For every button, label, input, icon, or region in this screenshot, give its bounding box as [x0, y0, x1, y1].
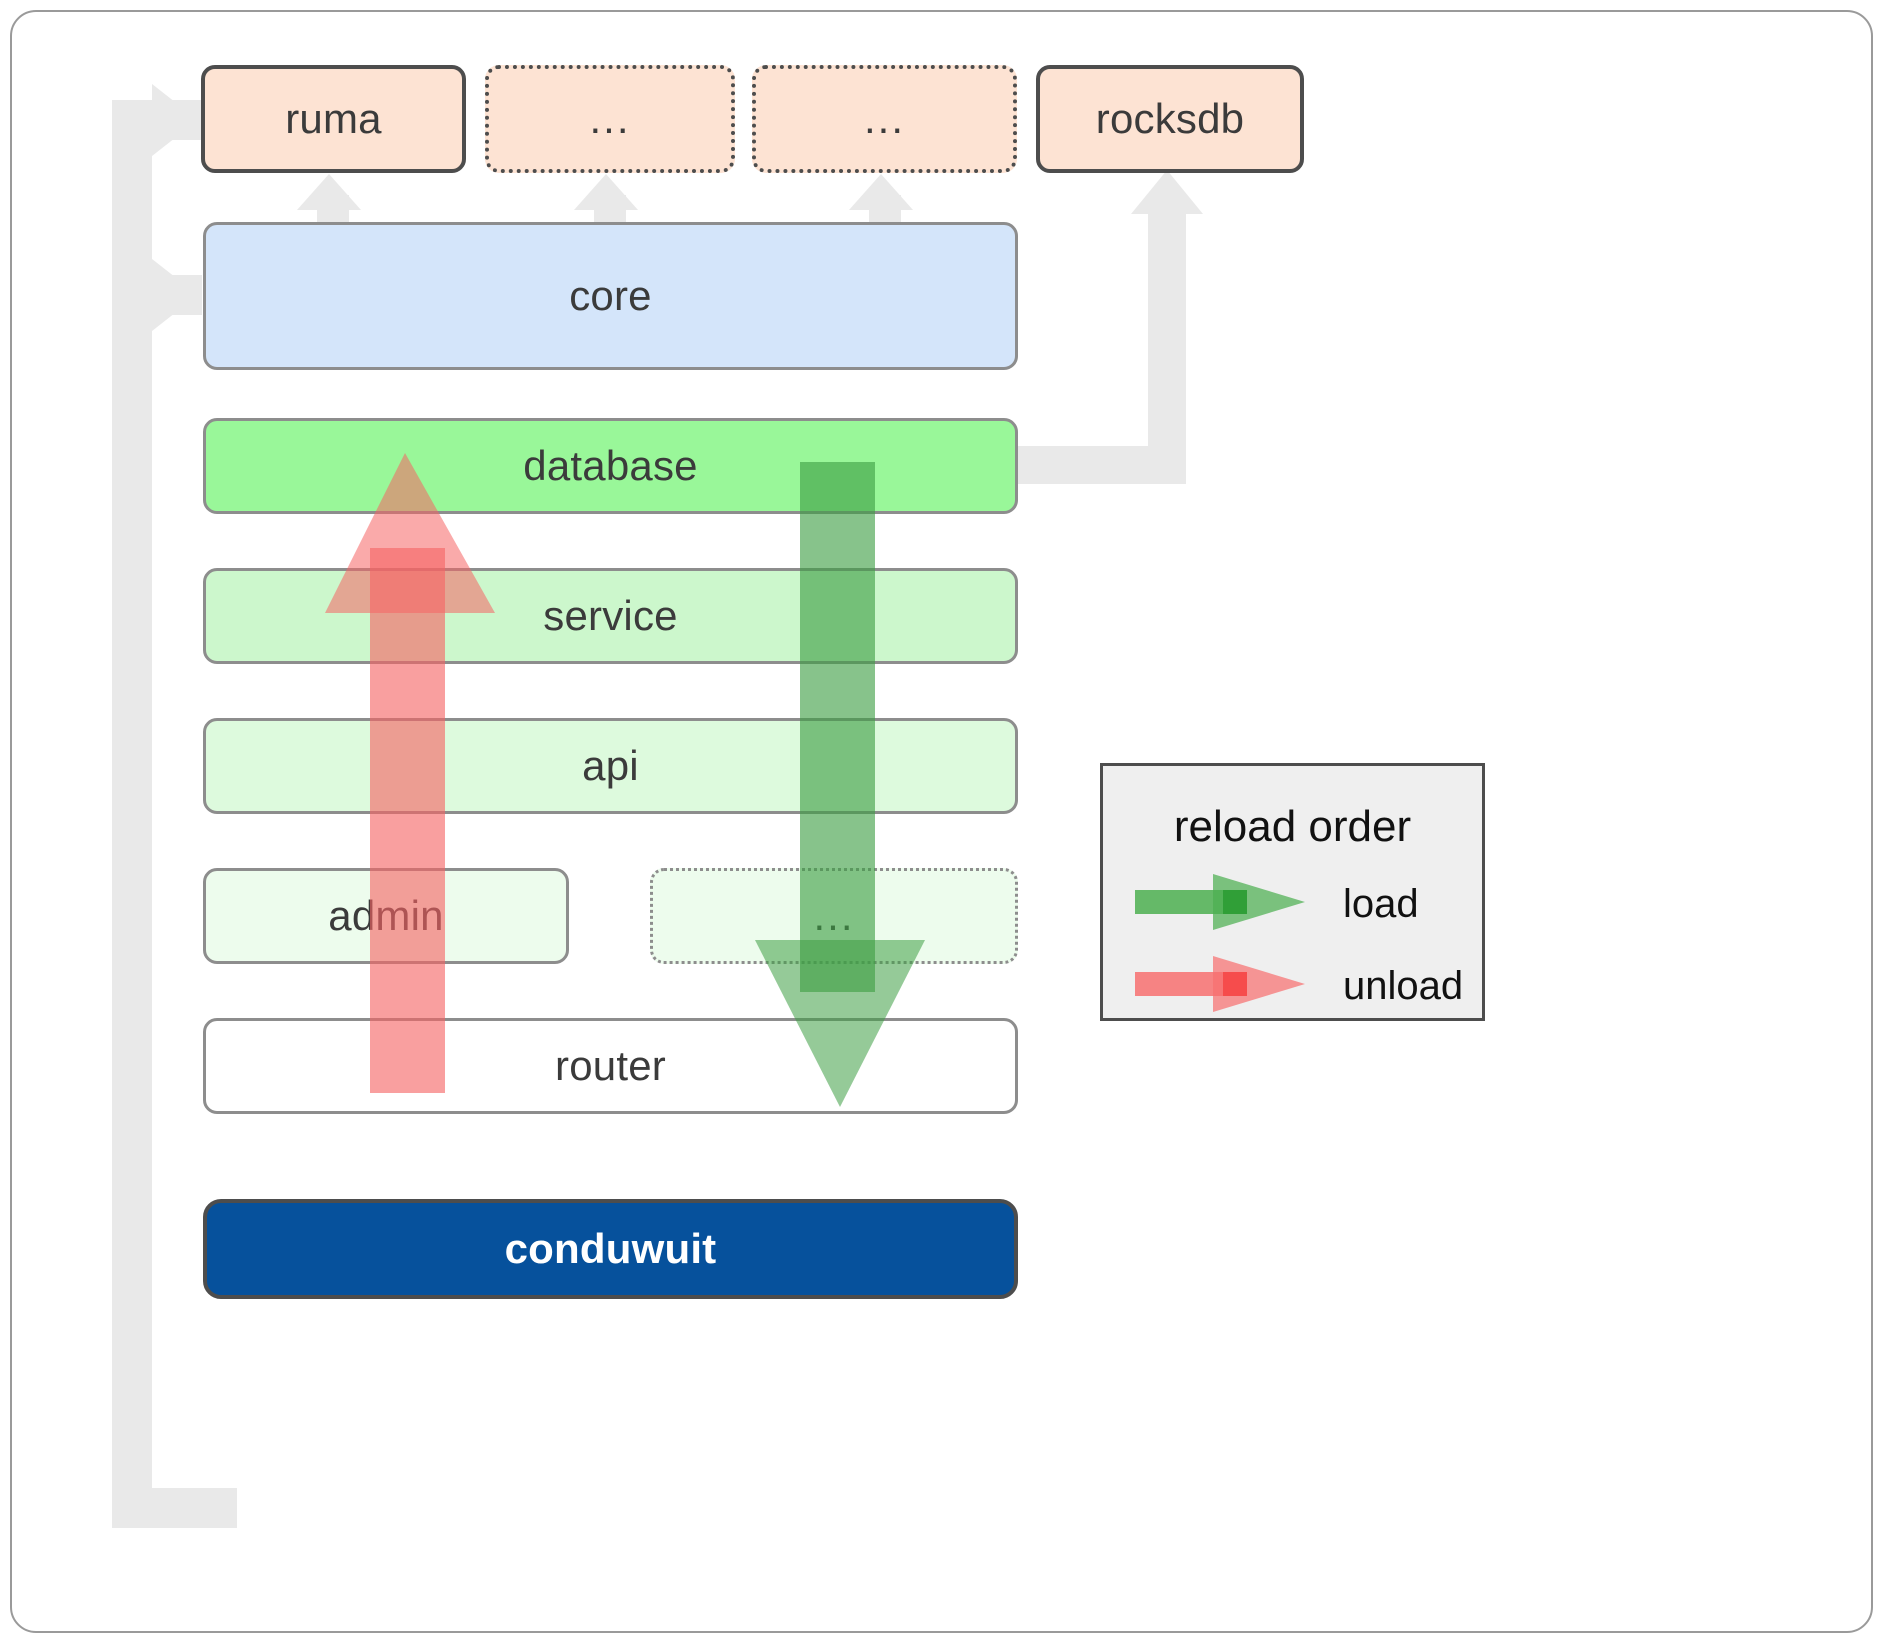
legend-label-load: load	[1343, 882, 1419, 926]
node-ext-b-label: ...	[863, 95, 905, 142]
connector-arrow-core-to-ext-b	[849, 174, 913, 210]
node-database-label: database	[523, 442, 698, 489]
node-ext-a[interactable]: ...	[485, 65, 735, 173]
connector-arrow-to-rocksdb	[1131, 170, 1203, 214]
legend-panel: reload order load unload	[1100, 763, 1485, 1021]
load-arrow-icon	[1135, 874, 1305, 935]
node-api-label: api	[582, 742, 639, 789]
node-router[interactable]: router	[203, 1018, 1018, 1114]
connector-arrow-core-to-ruma	[297, 174, 361, 210]
connector-database-to-rocksdb-vertical	[1148, 212, 1186, 484]
node-conduwuit[interactable]: conduwuit	[203, 1199, 1018, 1299]
node-conduwuit-label: conduwuit	[504, 1225, 717, 1272]
connector-arrow-to-core	[152, 259, 198, 331]
node-service-label: service	[543, 592, 678, 639]
flow-arrow-unload	[310, 448, 510, 1093]
unload-arrow-icon	[1135, 956, 1305, 1017]
connector-arrow-to-ruma	[152, 84, 198, 156]
node-core[interactable]: core	[203, 222, 1018, 370]
connector-arrow-core-to-ext-a	[574, 174, 638, 210]
node-ext-a-label: ...	[589, 95, 631, 142]
legend-row-load: load	[1135, 874, 1419, 935]
node-ruma-label: ruma	[285, 95, 382, 142]
flow-arrow-load	[740, 462, 940, 1112]
node-router-label: router	[555, 1042, 666, 1089]
connector-left-to-conduwuit	[112, 1488, 237, 1528]
node-api[interactable]: api	[203, 718, 1018, 814]
node-service[interactable]: service	[203, 568, 1018, 664]
node-database[interactable]: database	[203, 418, 1018, 514]
node-rocksdb[interactable]: rocksdb	[1036, 65, 1304, 173]
node-rocksdb-label: rocksdb	[1095, 95, 1245, 142]
node-core-label: core	[569, 272, 652, 319]
connector-left-trunk	[112, 128, 152, 1528]
node-ruma[interactable]: ruma	[201, 65, 466, 173]
legend-label-unload: unload	[1343, 964, 1464, 1008]
node-ext-b[interactable]: ...	[752, 65, 1017, 173]
legend-title: reload order	[1173, 802, 1412, 851]
legend-row-unload: unload	[1135, 956, 1463, 1017]
